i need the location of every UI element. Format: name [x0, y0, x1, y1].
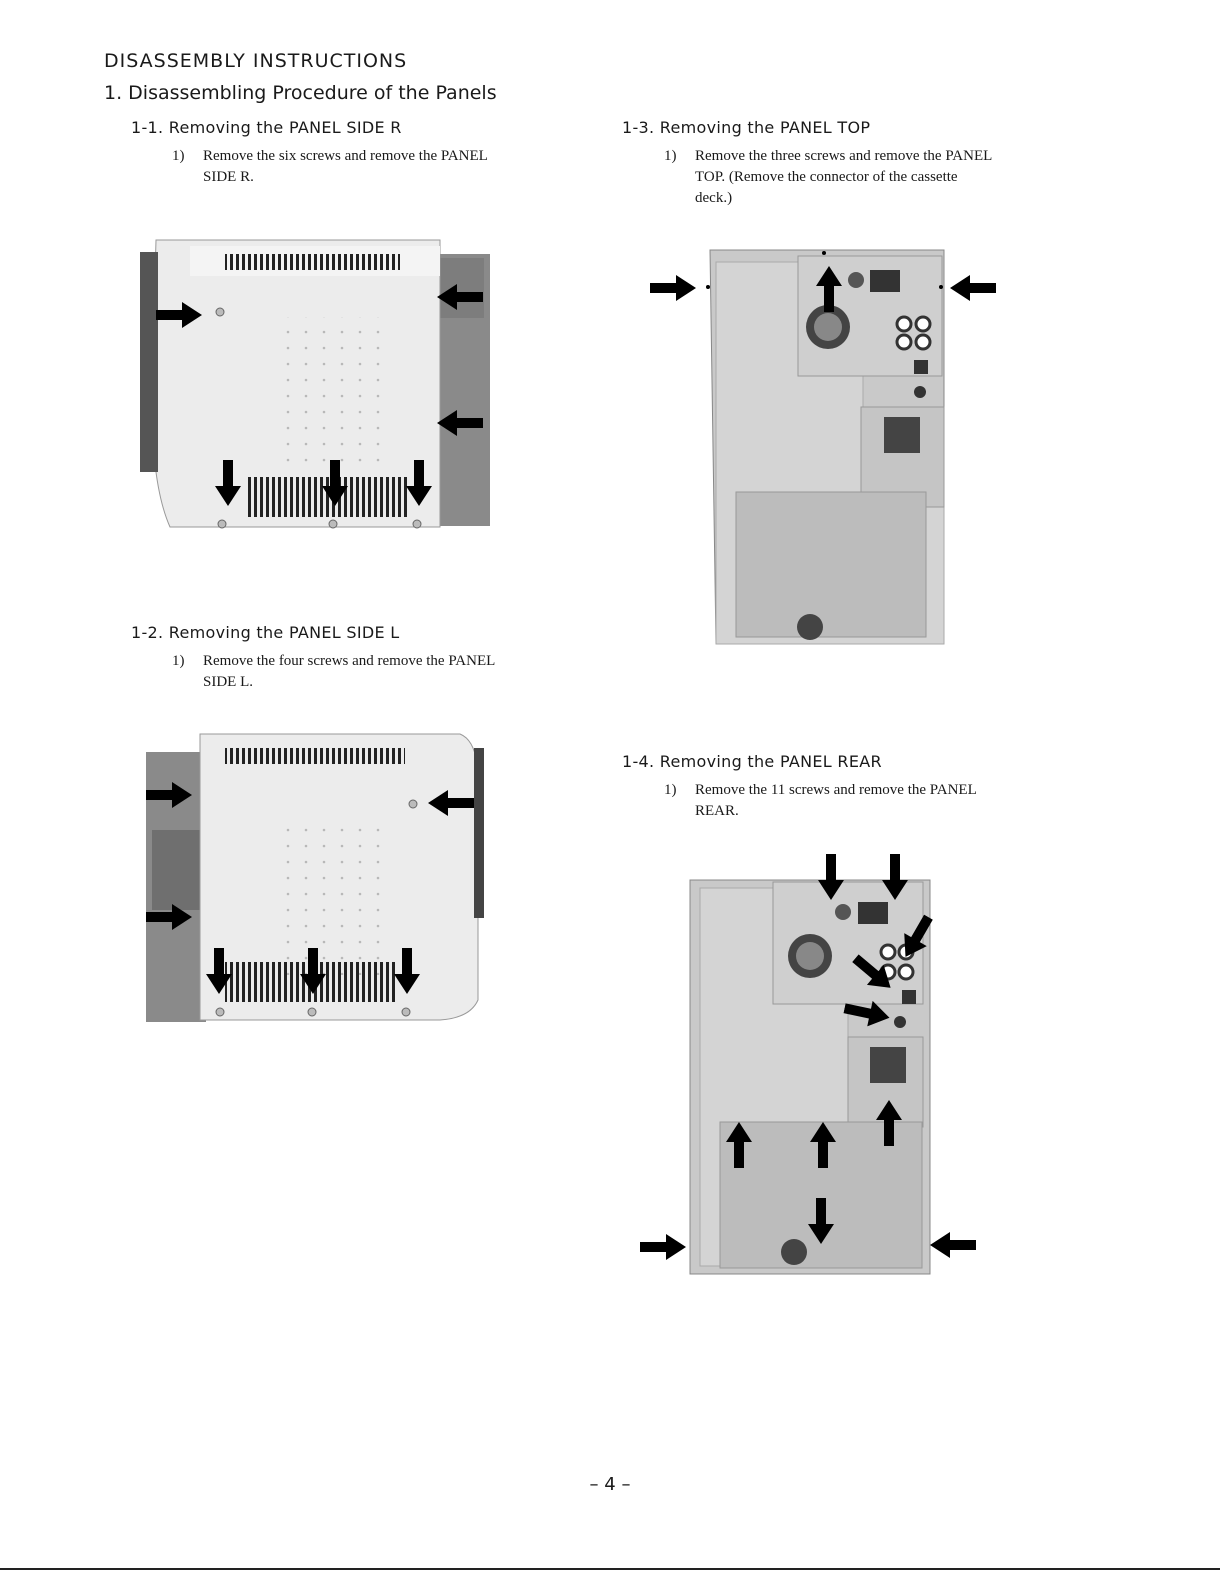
procedure-1-3-title: 1-3. Removing the PANEL TOP: [622, 118, 871, 137]
panel-rear-figure: [638, 852, 998, 1282]
procedure-1-3-step: 1) Remove the three screws and remove th…: [664, 146, 1044, 212]
step-line: Remove the 11 screws and remove the PANE…: [695, 782, 977, 798]
step-number: 1): [664, 148, 677, 164]
step-line: REAR.: [695, 803, 739, 819]
step-line: SIDE R.: [203, 169, 254, 185]
panel-side-l-figure: [140, 730, 500, 1030]
arrow-left-icon: [930, 1232, 976, 1258]
step-number: 1): [172, 148, 185, 164]
arrow-left-icon: [950, 275, 996, 301]
procedure-1-1-title: 1-1. Removing the PANEL SIDE R: [131, 118, 402, 137]
arrow-right-icon: [650, 275, 696, 301]
arrow-right-icon: [640, 1234, 686, 1260]
page-number: – 4 –: [589, 1474, 631, 1495]
page-heading: DISASSEMBLY INSTRUCTIONS: [104, 50, 408, 72]
step-line: Remove the four screws and remove the PA…: [203, 653, 496, 669]
step-number: 1): [664, 782, 677, 798]
procedure-1-2-step: 1) Remove the four screws and remove the…: [172, 651, 552, 695]
bottom-rule: [0, 1568, 1220, 1570]
step-number: 1): [172, 653, 185, 669]
section-title: 1. Disassembling Procedure of the Panels: [104, 82, 497, 104]
step-line: TOP. (Remove the connector of the casset…: [695, 169, 958, 185]
step-line: Remove the six screws and remove the PAN…: [203, 148, 488, 164]
step-line: deck.): [695, 190, 733, 206]
procedure-1-4-step: 1) Remove the 11 screws and remove the P…: [664, 780, 1044, 824]
procedure-1-1-step: 1) Remove the six screws and remove the …: [172, 146, 552, 190]
step-line: Remove the three screws and remove the P…: [695, 148, 993, 164]
panel-side-r-figure: [140, 232, 500, 542]
panel-top-figure: [648, 242, 1008, 652]
step-line: SIDE L.: [203, 674, 253, 690]
procedure-1-2-title: 1-2. Removing the PANEL SIDE L: [131, 623, 400, 642]
procedure-1-4-title: 1-4. Removing the PANEL REAR: [622, 752, 882, 771]
